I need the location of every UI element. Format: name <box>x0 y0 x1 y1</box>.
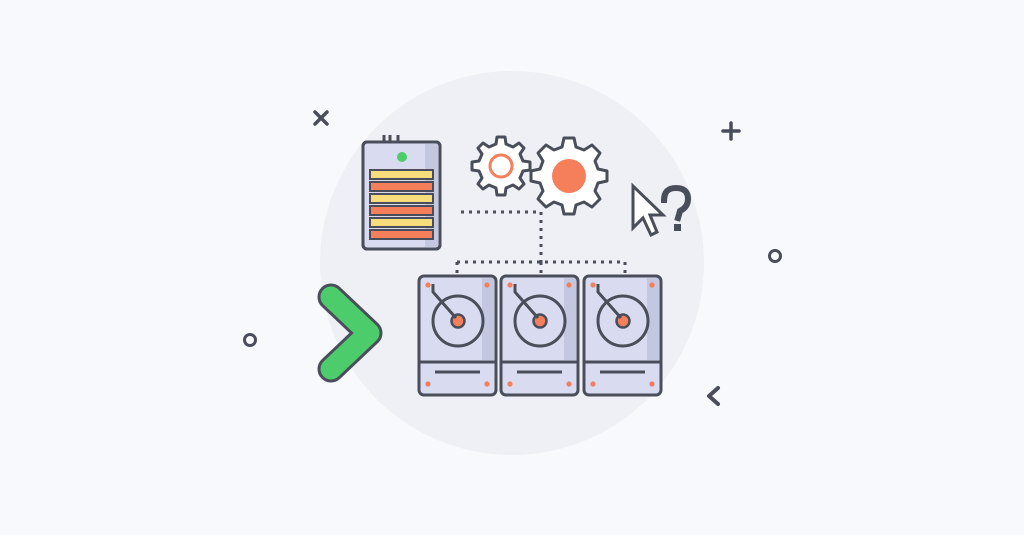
hard-drive-icon <box>417 274 498 397</box>
gear-small-icon <box>470 135 532 197</box>
ring-icon <box>243 333 257 347</box>
chevron-right-icon <box>317 283 383 383</box>
question-mark-icon <box>660 184 692 231</box>
server-icon <box>361 135 442 251</box>
plus-icon <box>721 121 741 141</box>
background-circle <box>320 71 704 455</box>
cursor-icon <box>631 182 667 238</box>
hard-drive-icon <box>582 274 663 397</box>
hard-drives <box>417 274 663 397</box>
gear-large-icon <box>529 136 609 216</box>
chevron-left-icon <box>707 386 720 406</box>
cross-icon <box>313 110 329 126</box>
ring-icon <box>768 249 782 263</box>
hard-drive-icon <box>499 274 580 397</box>
dotted-connectors <box>455 210 627 276</box>
